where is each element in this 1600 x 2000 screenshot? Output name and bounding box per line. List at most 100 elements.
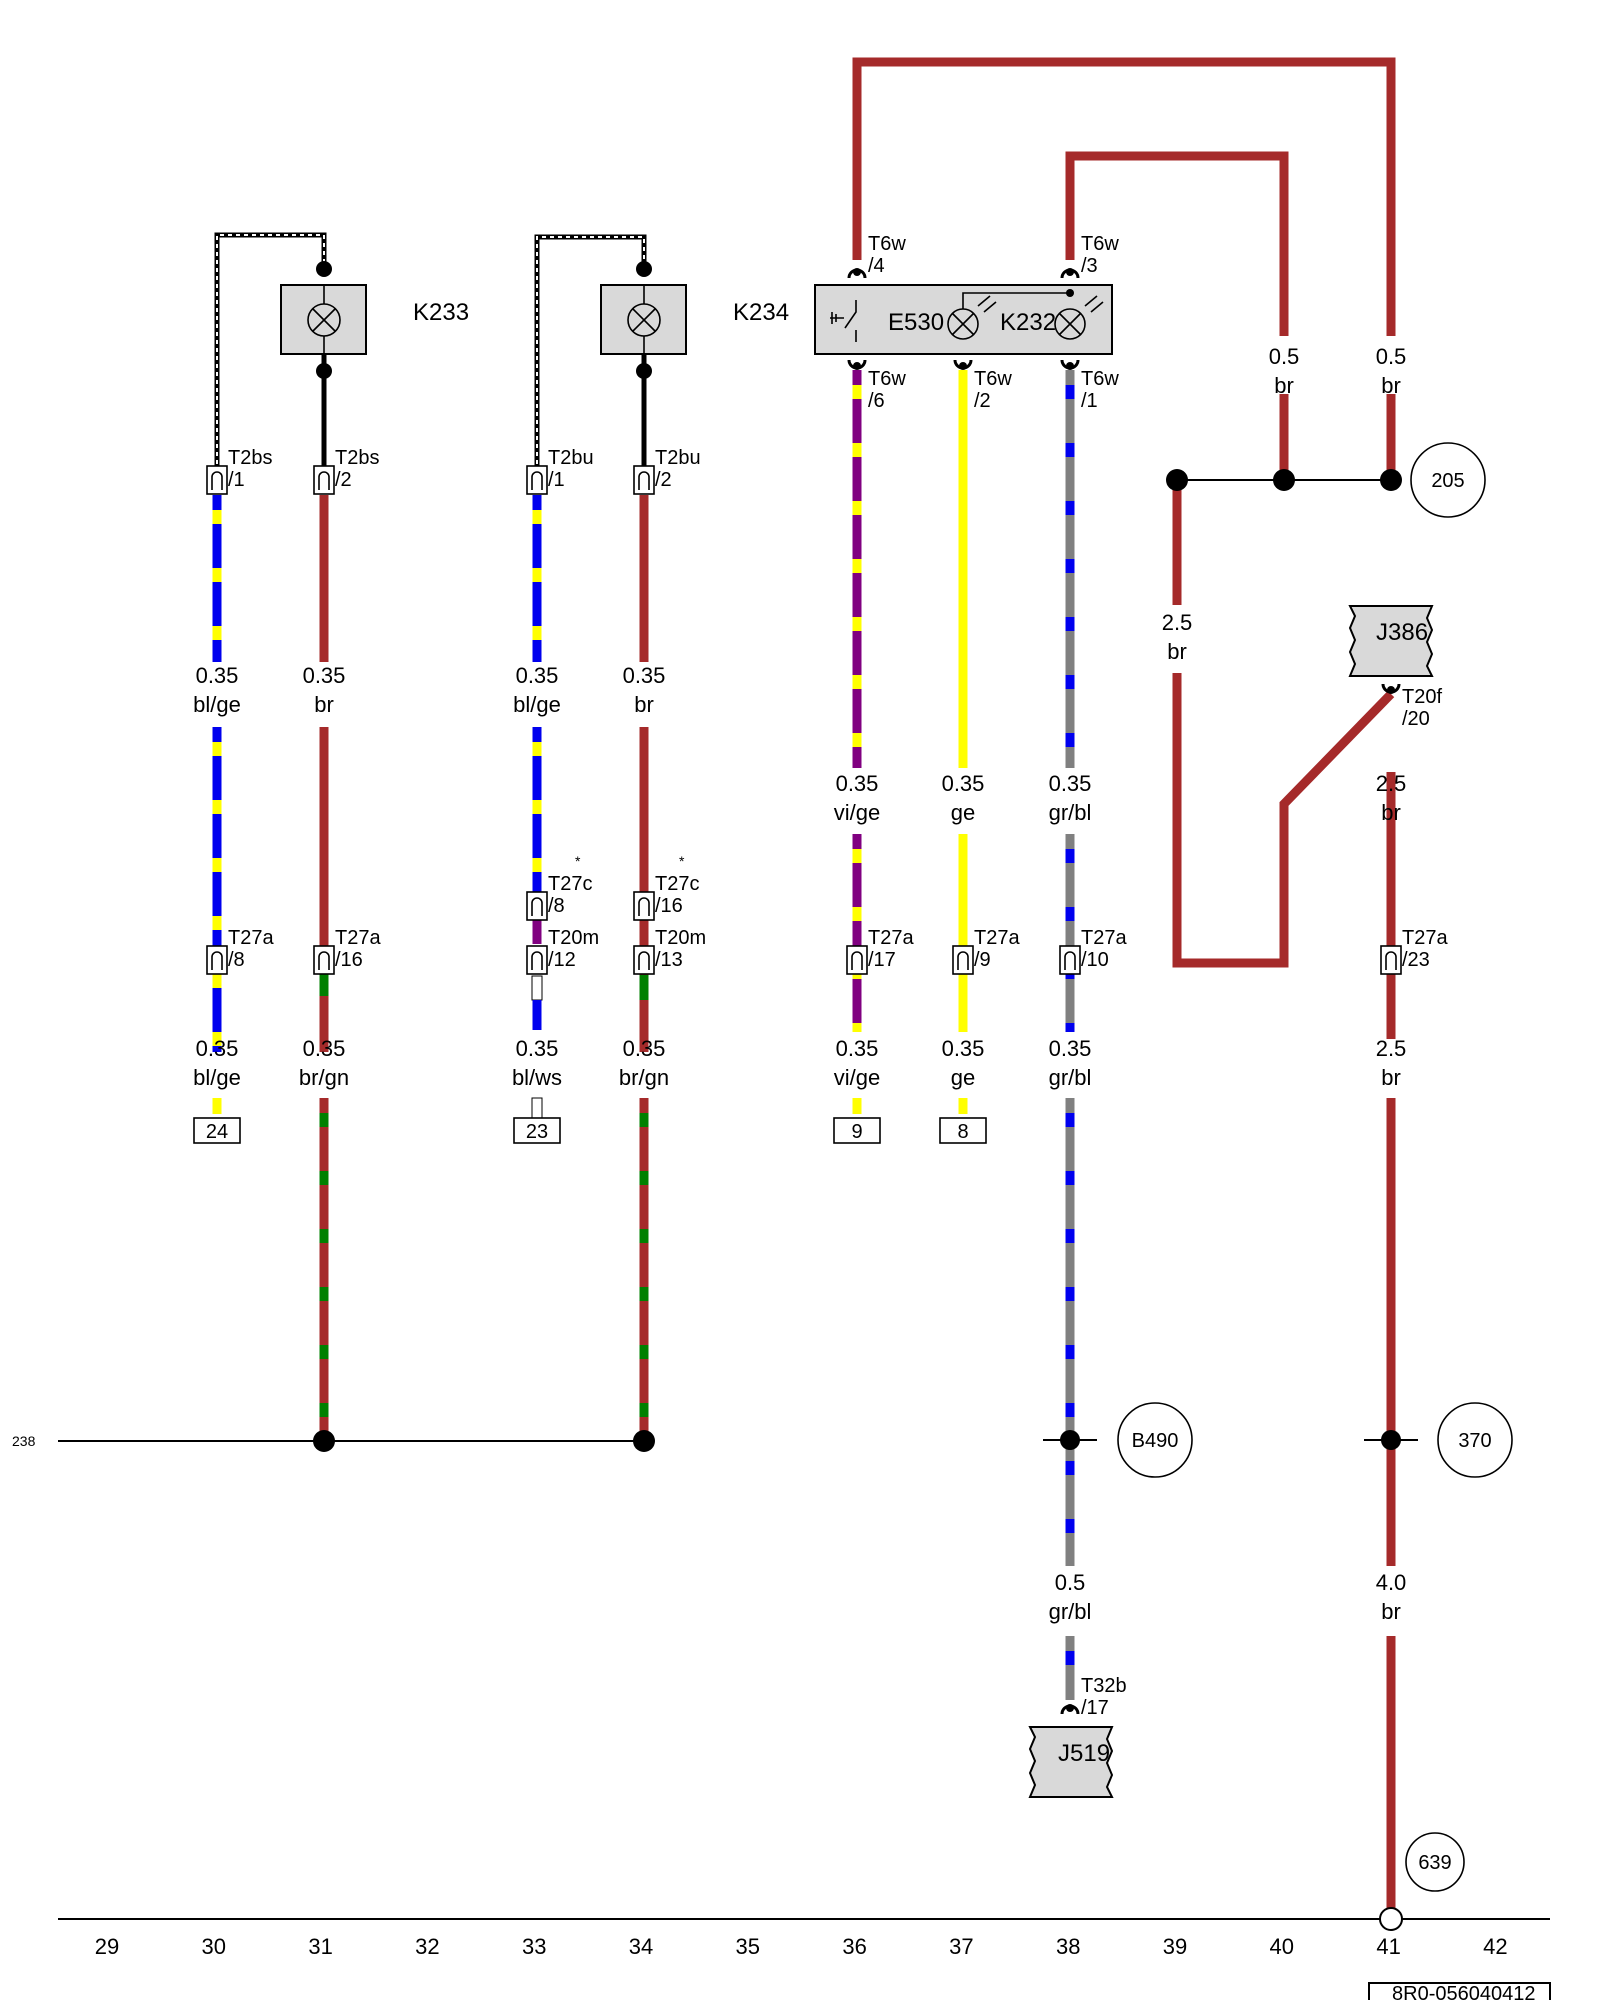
connector-name: T27a — [228, 927, 274, 949]
wire-color: vi/ge — [834, 800, 880, 825]
wires — [212, 57, 1396, 1919]
connector-pin: /12 — [548, 949, 576, 971]
connector-dot — [1066, 362, 1074, 370]
connector-pin-shape — [1064, 951, 1076, 970]
connector-name: T2bu — [655, 447, 701, 469]
k234-ground-loop — [534, 234, 647, 480]
connector-dot — [853, 362, 861, 370]
column-number: 42 — [1483, 1934, 1507, 1959]
wire-color: br — [1381, 1599, 1401, 1624]
reference-box — [939, 1117, 987, 1144]
connector-pin: /9 — [974, 949, 991, 971]
wire-color: bl/ge — [193, 692, 241, 717]
switch-icon — [830, 300, 857, 342]
connector-pin: /2 — [335, 469, 352, 491]
connector-name: T27a — [974, 927, 1020, 949]
note-asterisk: * — [679, 853, 685, 869]
connector-pin-shape — [318, 471, 330, 490]
wire-color: br — [1381, 373, 1401, 398]
reference-box — [193, 1117, 241, 1144]
connector-dot — [853, 268, 861, 276]
connector-pin: /13 — [655, 949, 683, 971]
component-k234: K234 — [600, 284, 789, 355]
lamp-icon — [1054, 308, 1086, 340]
connector-pin-shape — [531, 471, 543, 490]
junction-dot — [633, 1430, 655, 1452]
connector-name: T27a — [868, 927, 914, 949]
component-j519: J519 — [1028, 1726, 1114, 1798]
wire-gauge: 0.5 — [1376, 344, 1407, 369]
wire-color: br — [1381, 800, 1401, 825]
connector-pin: /1 — [228, 469, 245, 491]
wire-labels: 0.35bl/ge0.35br0.35bl/ge0.35br0.35bl/ge0… — [193, 344, 1406, 1624]
connector-name: T2bu — [548, 447, 594, 469]
reference-box — [513, 1117, 561, 1144]
wire-gauge: 0.35 — [836, 1036, 879, 1061]
connector-pin: /2 — [655, 469, 672, 491]
connector-pin: /8 — [548, 895, 565, 917]
junction-dot — [316, 363, 332, 379]
connector-name: T27a — [1402, 927, 1448, 949]
connector-dot — [959, 362, 967, 370]
connector-pin-icon — [526, 945, 548, 975]
wire-gauge: 0.35 — [303, 1036, 346, 1061]
k232-label: K232 — [1000, 309, 1056, 336]
connector-pin-icon — [1059, 945, 1081, 975]
connector-pin: /8 — [228, 949, 245, 971]
connector-name: T20m — [548, 927, 599, 949]
j386-box — [1348, 605, 1434, 677]
reference-box-label: 9 — [851, 1121, 862, 1143]
wire-gauge: 2.5 — [1376, 1036, 1407, 1061]
connector-name: T6w — [1081, 368, 1119, 390]
wire-gauge: 0.35 — [196, 663, 239, 688]
component-j386: J386 — [1348, 605, 1434, 677]
connector-pin-icon — [526, 891, 548, 921]
junction-dot — [1166, 469, 1188, 491]
junction-dot — [313, 1430, 335, 1452]
junction-dot — [1380, 469, 1402, 491]
wire-gauge: 0.35 — [303, 663, 346, 688]
note-asterisk: * — [575, 853, 581, 869]
wire-col39-loop — [1172, 673, 1395, 968]
column-number: 36 — [842, 1934, 866, 1959]
connector-pin: /1 — [548, 469, 565, 491]
connector-pin-icon — [206, 945, 228, 975]
reference-box-label: 24 — [206, 1121, 228, 1143]
connector-pin-shape — [638, 897, 650, 916]
lamp-cross — [312, 308, 336, 332]
white-wire-section — [531, 975, 543, 1001]
wire-color: gr/bl — [1049, 1599, 1092, 1624]
lamp-cross — [632, 308, 656, 332]
reference-circle — [1405, 1832, 1465, 1892]
connector-pin-shape — [851, 951, 863, 970]
junction-dot — [636, 261, 652, 277]
drawing-number-box: 8R0-056040412 — [1368, 1982, 1551, 2000]
connector-name: T2bs — [335, 447, 379, 469]
wire-color: br — [1167, 639, 1187, 664]
reference-circle — [1117, 1402, 1193, 1478]
wire-gauge: 0.35 — [1049, 1036, 1092, 1061]
column-number: 41 — [1376, 1934, 1400, 1959]
wire-color: bl/ws — [512, 1065, 562, 1090]
connector-pin-icon — [633, 945, 655, 975]
connector-pin: /20 — [1402, 708, 1430, 730]
junction-dot — [636, 363, 652, 379]
wire-gauge: 0.35 — [942, 771, 985, 796]
connector-name: T6w — [1081, 233, 1119, 255]
wire-gauge: 0.35 — [623, 663, 666, 688]
connector-pin: /1 — [1081, 390, 1098, 412]
wire-gauge: 0.5 — [1055, 1570, 1086, 1595]
j519-box — [1028, 1726, 1114, 1798]
connector-pin: /16 — [335, 949, 363, 971]
wire-color: br — [634, 692, 654, 717]
connector-pin: /4 — [868, 255, 885, 277]
connector-pin-icon — [633, 891, 655, 921]
ground-point — [1379, 1907, 1403, 1931]
reference-circle-label: B490 — [1132, 1430, 1179, 1452]
connector-pin: /17 — [1081, 1697, 1109, 1719]
connector-pin: /10 — [1081, 949, 1109, 971]
wire-color: br — [1274, 373, 1294, 398]
